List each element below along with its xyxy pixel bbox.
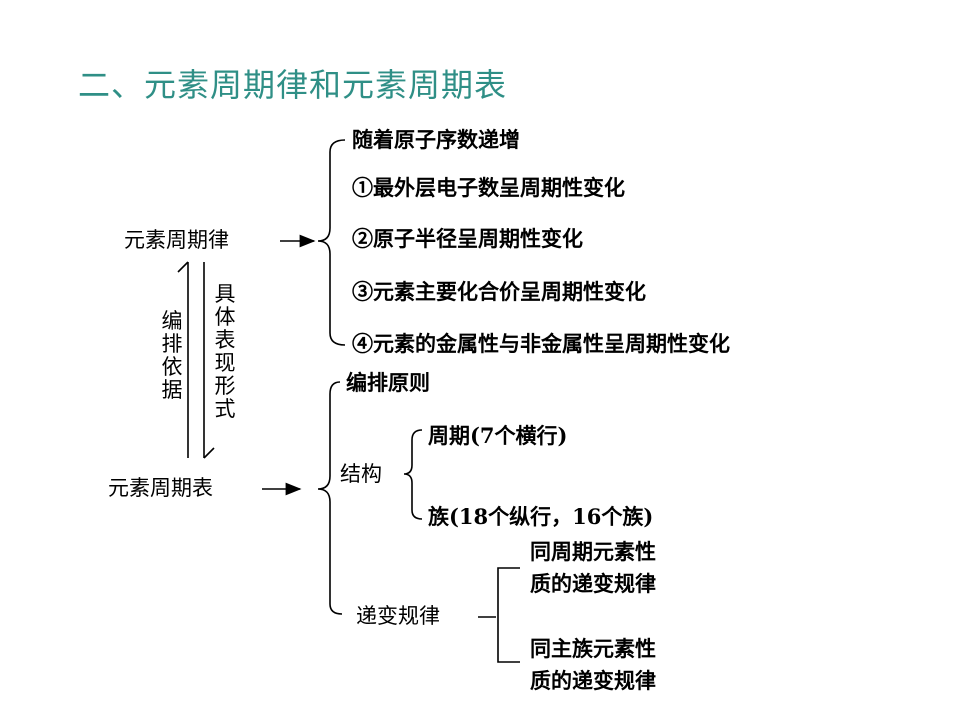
table-principle: 编排原则 — [346, 370, 430, 395]
law-label: 元素周期律 — [124, 228, 229, 252]
period-trend-line2: 质的递变规律 — [530, 571, 656, 596]
law-item-4: ④元素的金属性与非金属性呈周期性变化 — [352, 331, 730, 356]
law-cause: 随着原子序数递增 — [352, 127, 520, 152]
law-item-1: ①最外层电子数呈周期性变化 — [352, 175, 625, 200]
table-label: 元素周期表 — [108, 476, 213, 500]
table-brace — [317, 381, 343, 615]
relation-hook-right — [203, 447, 215, 459]
structure-label: 结构 — [340, 462, 382, 486]
structure-brace — [403, 429, 423, 520]
group-trend-line2: 质的递变规律 — [530, 668, 656, 693]
slide-title: 二、元素周期律和元素周期表 — [78, 66, 508, 104]
group-trend-line1: 同主族元素性 — [530, 636, 656, 661]
relation-down-label: 编排依据 — [161, 309, 183, 403]
law-brace — [317, 139, 346, 346]
trend-bracket — [497, 567, 520, 663]
law-item-3: ③元素主要化合价呈周期性变化 — [352, 279, 646, 304]
structure-group: 族(18个纵行，16个族) — [428, 504, 654, 529]
trend-label: 递变规律 — [356, 604, 440, 628]
relation-hook-left — [177, 261, 189, 273]
relation-up-label: 具体表现形式 — [214, 282, 236, 422]
period-trend-line1: 同周期元素性 — [530, 539, 656, 564]
law-item-2: ②原子半径呈周期性变化 — [352, 226, 583, 251]
structure-period: 周期(7个横行) — [428, 423, 568, 448]
